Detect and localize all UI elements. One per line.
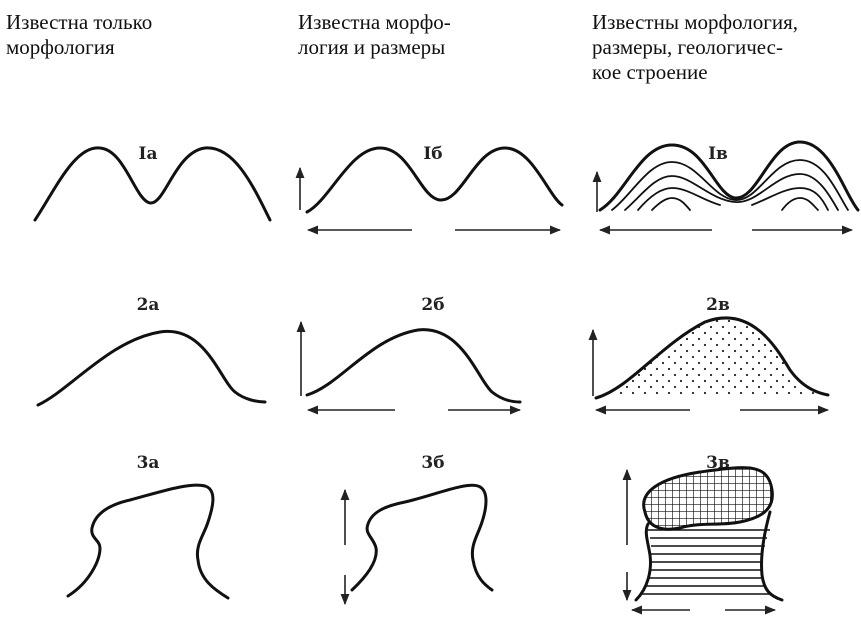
hill-dotted-fill-2c [596,317,828,398]
overhang-section-3c [634,466,784,602]
header-line: Известны морфология, [592,10,799,34]
hill-profile-2b [305,328,522,404]
header-line: размеры, геологичес- [592,35,783,59]
label-1a: Iа [139,144,158,164]
column-header-morphology-only: Известна только морфология [6,10,236,60]
column-header-morphology-and-size: Известна морфо- логия и размеры [298,10,528,60]
header-line: Известна морфо- [298,10,451,34]
label-2a: 2а [137,295,160,315]
hill-profile-2c [594,316,830,400]
header-line: логия и размеры [298,35,446,59]
label-1c: Iв [708,144,728,164]
ridge-profile-1a [33,146,272,222]
header-line: морфология [6,35,115,59]
header-line: кое строение [592,60,708,84]
overhang-profile-3a [66,483,230,600]
hill-profile-2a [36,329,267,407]
label-3a: 3а [137,453,160,473]
ridge-strata-1c [598,140,860,212]
ridge-profile-1b [305,146,564,214]
label-1b: Iб [423,144,442,164]
column-header-morphology-size-geology: Известны морфология, размеры, геологичес… [592,10,854,85]
label-3b: 3б [421,453,444,473]
header-line: Известна только [6,10,153,34]
label-2c: 2в [706,295,730,315]
overhang-profile-3b [350,483,494,592]
label-2b: 2б [421,295,444,315]
